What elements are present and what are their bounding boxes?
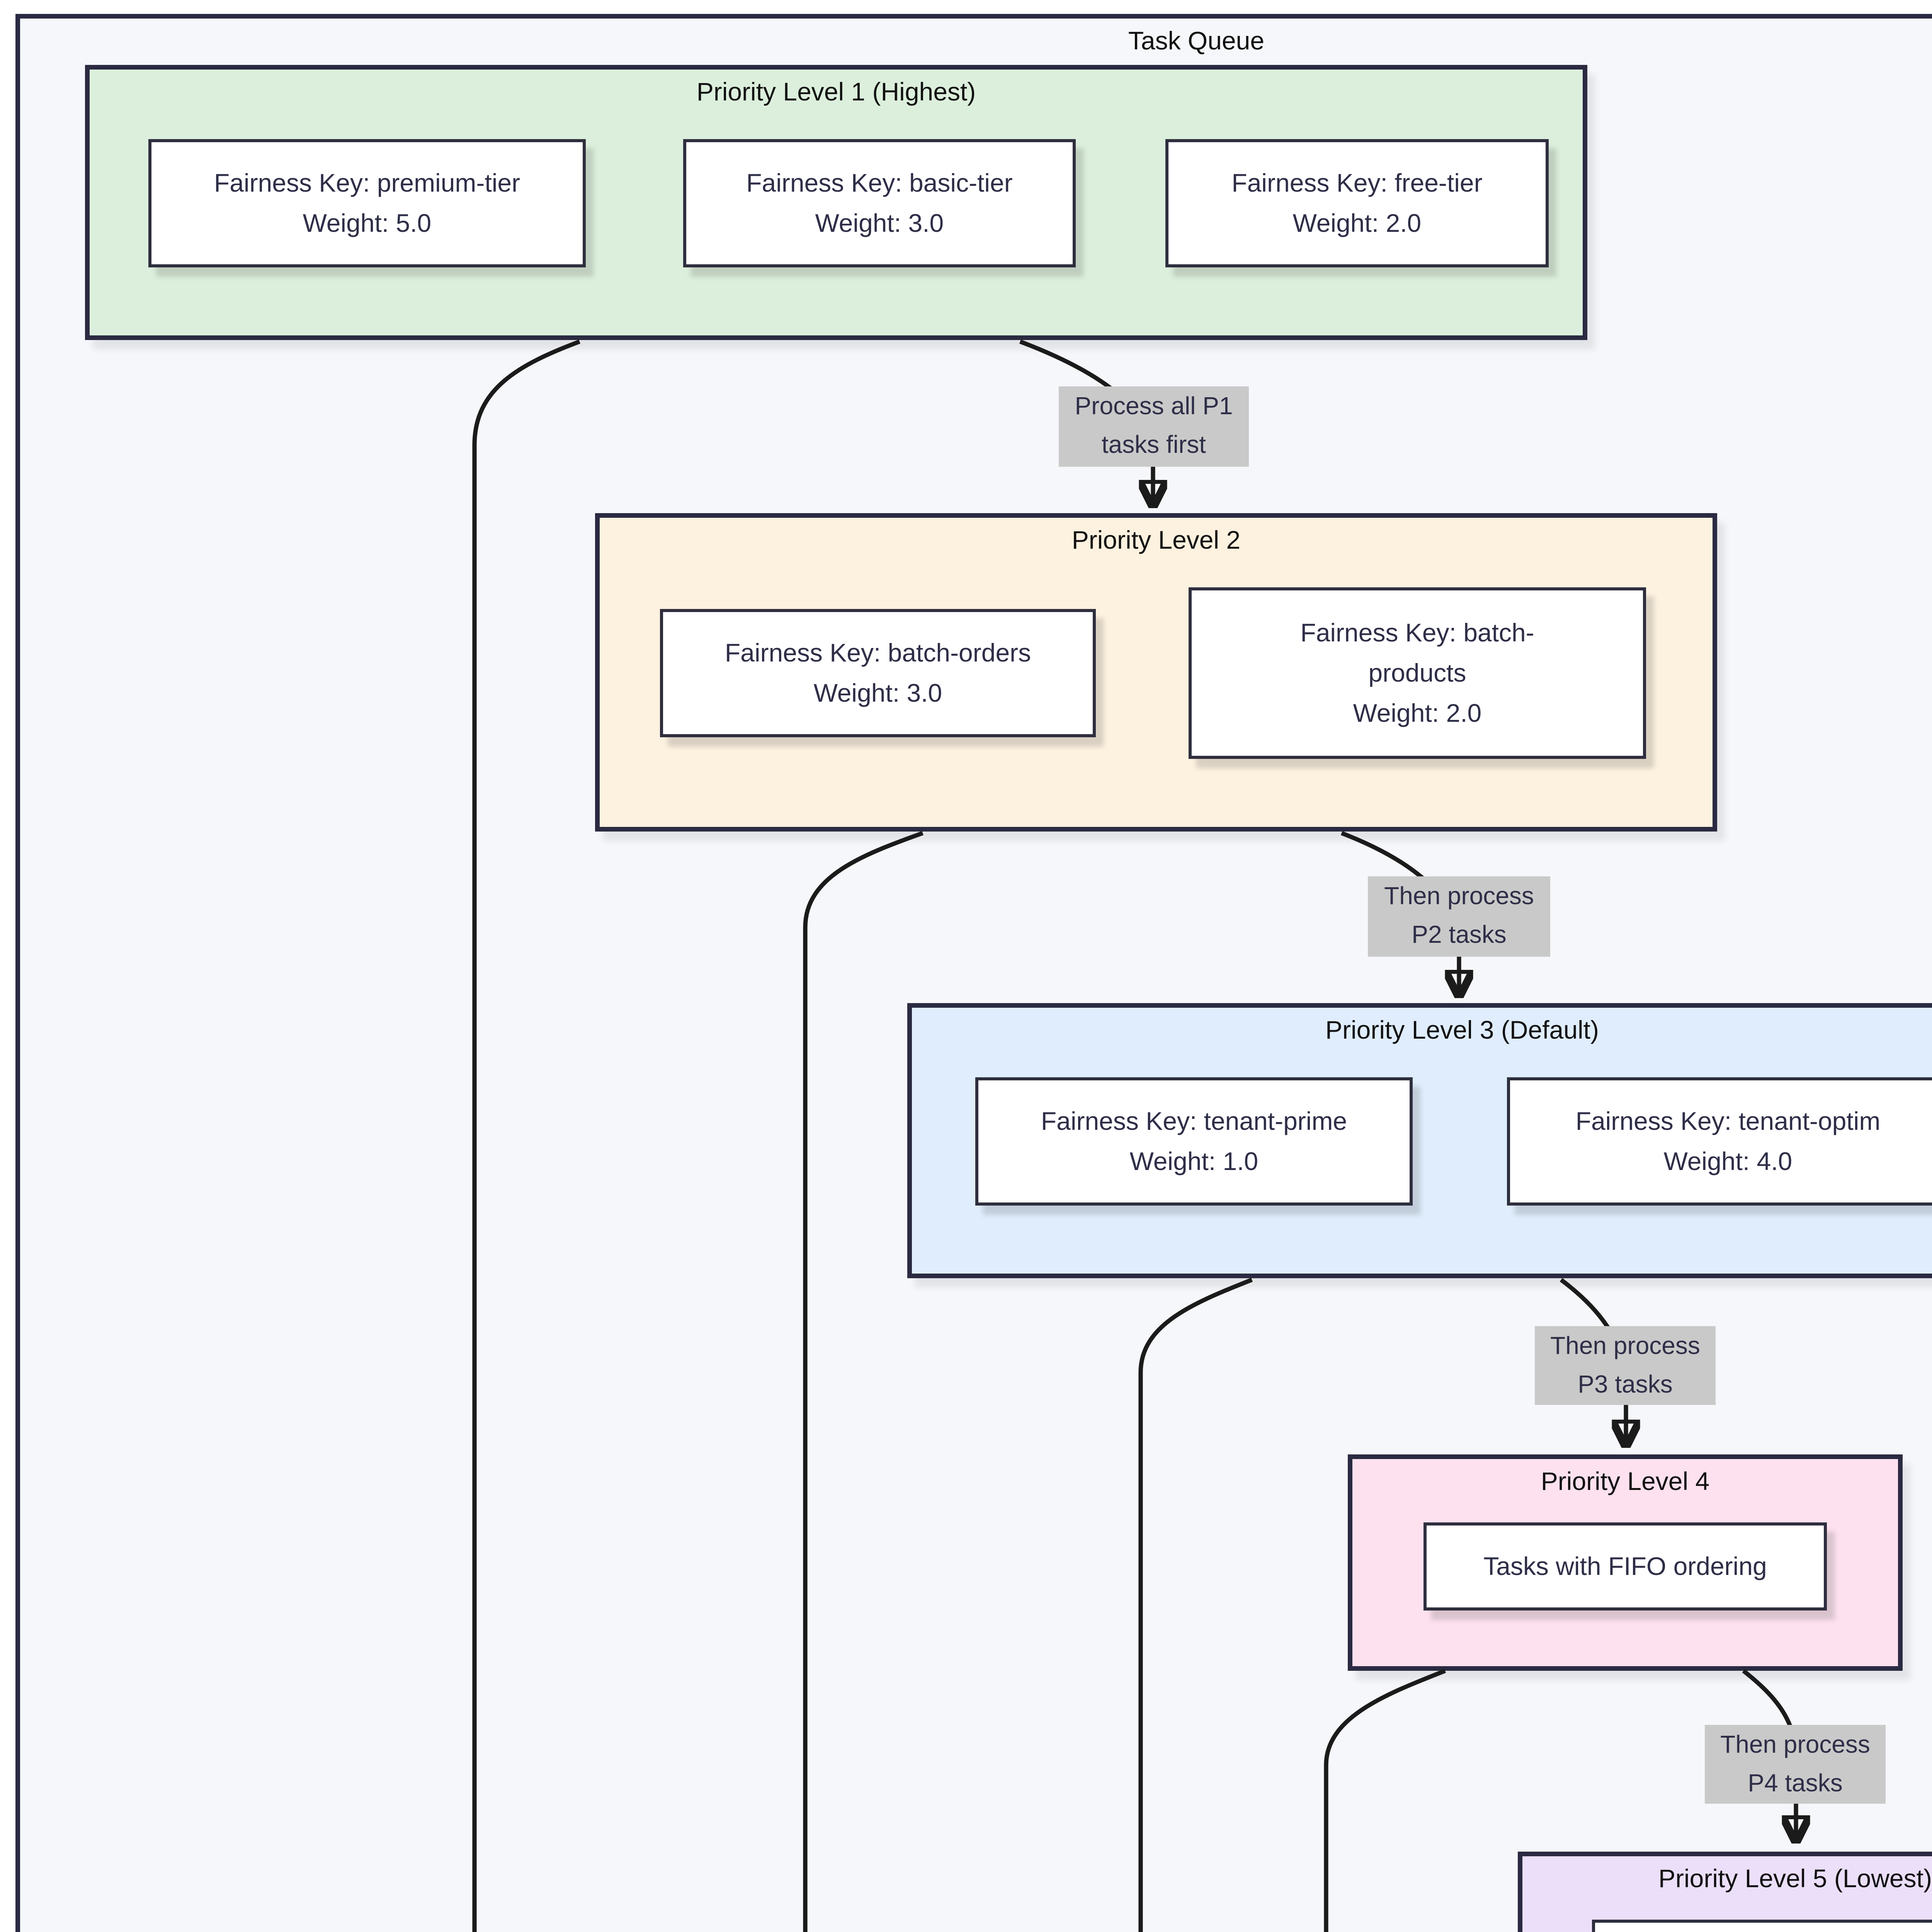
node-tenant-prime-text: Fairness Key: tenant-prime Weight: 1.0 — [1041, 1107, 1347, 1175]
cluster-priority-4-label: Priority Level 4 — [1541, 1468, 1710, 1496]
node-premium-tier-text: Fairness Key: premium-tier Weight: 5.0 — [214, 169, 520, 237]
cluster-task-queue-label: Task Queue — [1128, 28, 1265, 56]
node-basic-tier-text: Fairness Key: basic-tier Weight: 3.0 — [746, 169, 1013, 237]
node-free-tier-text: Fairness Key: free-tier Weight: 2.0 — [1231, 169, 1483, 237]
edge-label-process-p3-text: Then process P3 tasks — [1550, 1333, 1700, 1398]
edge-label-process-p1: Process all P1 tasks first — [1059, 386, 1249, 467]
node-p4-fifo-text: Tasks with FIFO ordering — [1483, 1553, 1767, 1580]
node-tenant-optim-text: Fairness Key: tenant-optim Weight: 4.0 — [1575, 1107, 1881, 1175]
cluster-priority-2-label: Priority Level 2 — [1071, 527, 1241, 555]
node-tenant-optim: Fairness Key: tenant-optim Weight: 4.0 — [1507, 1077, 1932, 1206]
node-free-tier: Fairness Key: free-tier Weight: 2.0 — [1165, 139, 1549, 267]
edge-label-process-p2-text: Then process P2 tasks — [1384, 884, 1534, 949]
cluster-priority-3-label: Priority Level 3 (Default) — [1325, 1017, 1599, 1045]
node-p5-fifo: Tasks with FIFO ordering — [1592, 1920, 1932, 1932]
node-tenant-prime: Fairness Key: tenant-prime Weight: 1.0 — [975, 1077, 1413, 1206]
node-basic-tier: Fairness Key: basic-tier Weight: 3.0 — [683, 139, 1076, 267]
edge-label-process-p4-text: Then process P4 tasks — [1720, 1732, 1870, 1797]
edge-label-process-p4: Then process P4 tasks — [1705, 1725, 1886, 1804]
cluster-priority-5-label: Priority Level 5 (Lowest) — [1658, 1866, 1932, 1893]
edge-label-process-p3: Then process P3 tasks — [1535, 1326, 1716, 1405]
node-p4-fifo: Tasks with FIFO ordering — [1423, 1522, 1827, 1611]
cluster-priority-1-label: Priority Level 1 (Highest) — [696, 79, 976, 107]
edge-label-process-p1-text: Process all P1 tasks first — [1075, 394, 1233, 459]
cluster-priority-5: Priority Level 5 (Lowest) — [1518, 1852, 1932, 1932]
node-batch-orders: Fairness Key: batch-orders Weight: 3.0 — [660, 609, 1096, 737]
node-batch-orders-text: Fairness Key: batch-orders Weight: 3.0 — [724, 639, 1031, 707]
node-batch-products-text: Fairness Key: batch- products Weight: 2.… — [1300, 619, 1534, 727]
node-batch-products: Fairness Key: batch- products Weight: 2.… — [1189, 587, 1646, 759]
node-premium-tier: Fairness Key: premium-tier Weight: 5.0 — [148, 139, 586, 267]
edge-label-process-p2: Then process P2 tasks — [1368, 876, 1550, 957]
